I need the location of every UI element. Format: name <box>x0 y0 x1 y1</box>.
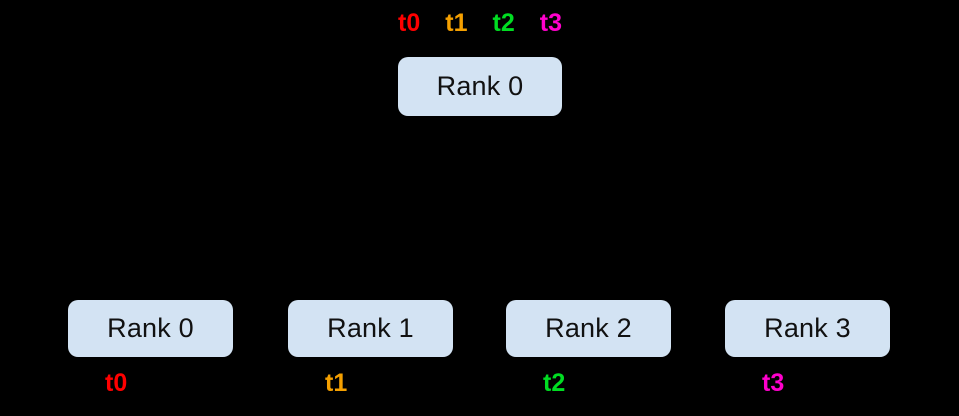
source-tensor-label-t2: t2 <box>492 9 515 37</box>
edge-source-to-rank0 <box>149 115 461 299</box>
dest-node-rank3[interactable]: Rank 3 <box>725 300 890 357</box>
source-node-rank0[interactable]: Rank 0 <box>398 57 562 116</box>
dest-tensor-label-t0: t0 <box>105 369 128 397</box>
source-tensor-label-t0: t0 <box>398 9 421 37</box>
source-tensor-label-t1: t1 <box>445 9 468 37</box>
source-tensor-labels: t0 t1 t2 t3 <box>398 11 562 36</box>
dest-tensor-label-t2: t2 <box>543 369 566 397</box>
source-tensor-label-t3: t3 <box>539 9 562 37</box>
edge-source-to-rank2 <box>489 115 589 299</box>
edge-source-to-rank1 <box>369 115 471 299</box>
dest-node-rank0[interactable]: Rank 0 <box>68 300 233 357</box>
dest-tensor-label-t1: t1 <box>325 369 348 397</box>
dest-node-rank2[interactable]: Rank 2 <box>506 300 671 357</box>
dest-tensor-label-t3: t3 <box>762 369 785 397</box>
dest-node-rank1[interactable]: Rank 1 <box>288 300 453 357</box>
edge-source-to-rank3 <box>499 115 807 299</box>
